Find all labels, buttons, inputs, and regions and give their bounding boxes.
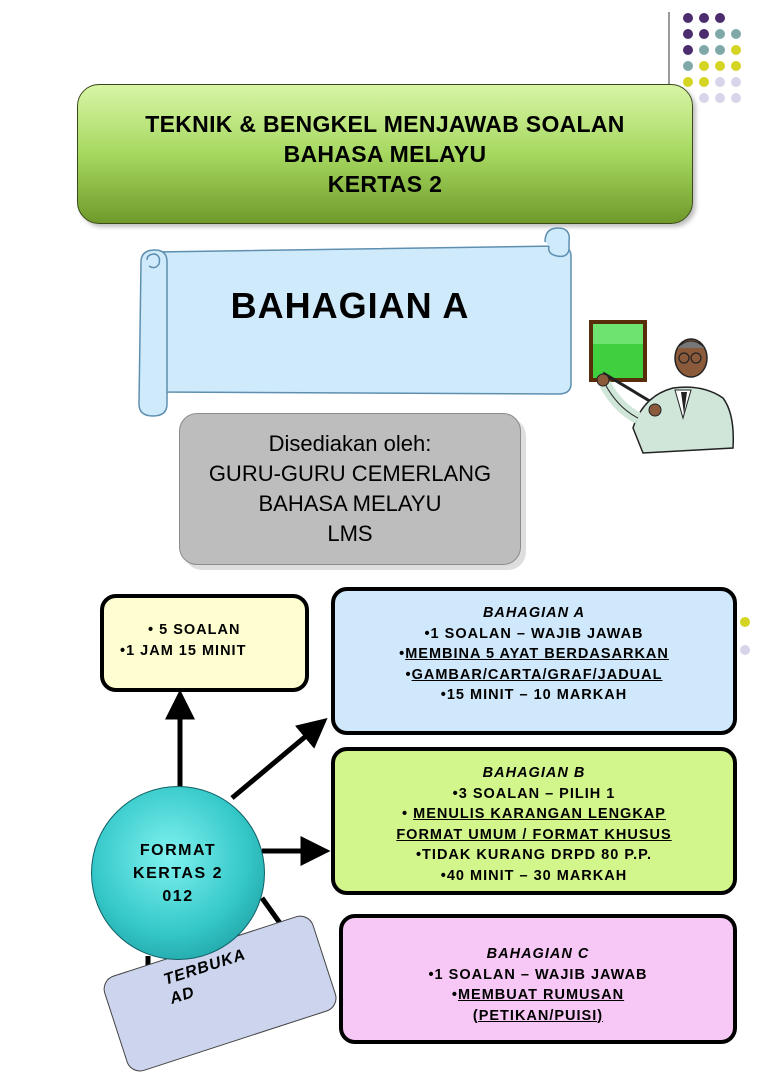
decorative-dot: [699, 93, 709, 103]
teacher-pointing-icon: [589, 320, 735, 454]
section-a-line-2: •MEMBINA 5 AYAT BERDASARKAN: [399, 646, 669, 662]
decorative-dot: [731, 93, 741, 103]
section-c-line-2: •MEMBUAT RUMUSAN: [451, 987, 625, 1003]
decorative-dot: [715, 93, 725, 103]
summary-line-1: • 5 SOALAN: [148, 622, 241, 638]
scroll-banner: [138, 227, 572, 417]
section-a-line-1: •1 SOALAN – WAJIB JAWAB: [424, 625, 644, 642]
decorative-dot: [715, 45, 725, 55]
decorative-dot: [731, 77, 741, 87]
decorative-dot: [683, 29, 693, 39]
section-b-heading: BAHAGIAN B: [482, 765, 586, 781]
decorative-line: [668, 12, 670, 112]
section-a-line-4: •15 MINIT – 10 MARKAH: [440, 687, 628, 703]
prepared-line-1: Disediakan oleh:: [268, 431, 432, 456]
format-line-2: KERTAS 2: [133, 864, 223, 882]
section-a-line-3: •GAMBAR/CARTA/GRAF/JADUAL: [405, 666, 663, 683]
prepared-line-3: BAHASA MELAYU: [258, 491, 442, 516]
prepared-line-4: LMS: [327, 521, 373, 546]
section-c-line-3: (PETIKAN/PUISI): [472, 1007, 604, 1024]
decorative-dot: [715, 29, 725, 39]
format-line-3: 012: [162, 887, 194, 905]
section-a-box: BAHAGIAN A •1 SOALAN – WAJIB JAWAB •MEMB…: [331, 587, 737, 735]
decorative-dot: [731, 45, 741, 55]
title-line-3: KERTAS 2: [327, 171, 443, 197]
section-b-line-1: •3 SOALAN – PILIH 1: [452, 785, 616, 802]
decorative-dot: [715, 61, 725, 71]
banner-title: BAHAGIAN A: [230, 285, 470, 326]
section-b-box: BAHAGIAN B •3 SOALAN – PILIH 1 • MENULIS…: [331, 747, 737, 895]
decorative-dot: [683, 61, 693, 71]
section-c-line-1: •1 SOALAN – WAJIB JAWAB: [428, 966, 648, 983]
decorative-dot: [699, 61, 709, 71]
decorative-dot: [731, 29, 741, 39]
decorative-dot: [699, 77, 709, 87]
decorative-dot: [683, 45, 693, 55]
summary-line-2: •1 JAM 15 MINIT: [120, 642, 247, 659]
decorative-dot: [715, 77, 725, 87]
decorative-dot: [699, 29, 709, 39]
title-line-2: BAHASA MELAYU: [283, 141, 487, 167]
title-box: TEKNIK & BENGKEL MENJAWAB SOALAN BAHASA …: [77, 84, 693, 224]
decorative-dot: [683, 77, 693, 87]
prepared-by-box: Disediakan oleh: GURU-GURU CEMERLANG BAH…: [179, 413, 521, 565]
decorative-dot: [715, 13, 725, 23]
prepared-line-2: GURU-GURU CEMERLANG: [208, 461, 492, 486]
section-c-heading: BAHAGIAN C: [486, 946, 590, 962]
format-line-1: FORMAT: [139, 841, 217, 859]
decorative-dot: [699, 13, 709, 23]
title-line-1: TEKNIK & BENGKEL MENJAWAB SOALAN: [145, 111, 625, 137]
section-b-line-3: FORMAT UMUM / FORMAT KHUSUS: [396, 826, 672, 843]
summary-box: • 5 SOALAN •1 JAM 15 MINIT: [100, 594, 309, 692]
section-b-line-4: •TIDAK KURANG DRPD 80 P.P.: [415, 847, 652, 863]
format-circle: FORMAT KERTAS 2 012: [91, 786, 265, 960]
section-c-box: BAHAGIAN C •1 SOALAN – WAJIB JAWAB •MEMB…: [339, 914, 737, 1044]
decorative-dots-small: [740, 617, 750, 655]
decorative-dot: [683, 13, 693, 23]
section-a-heading: BAHAGIAN A: [482, 605, 586, 621]
decorative-dots: [683, 13, 741, 103]
decorative-dot: [731, 61, 741, 71]
section-b-line-2: • MENULIS KARANGAN LENGKAP: [402, 806, 666, 822]
decorative-dot: [699, 45, 709, 55]
section-b-line-5: •40 MINIT – 30 MARKAH: [440, 867, 628, 884]
arrow-to-a: [230, 717, 328, 800]
